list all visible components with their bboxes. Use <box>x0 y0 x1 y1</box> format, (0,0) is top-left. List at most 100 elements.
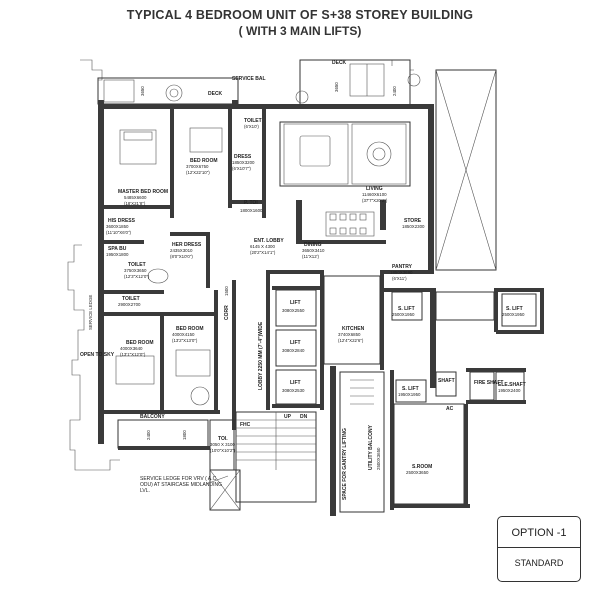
his-dress-label: HIS DRESS <box>108 218 136 224</box>
west-wall <box>98 104 104 444</box>
master-bed-dim: 5485X6600 <box>124 195 147 200</box>
dining-imp: (11'X12') <box>302 254 320 259</box>
gantry-label: SPACE FOR GANTRY LIFTING <box>342 428 348 500</box>
stair-up-label: UP <box>284 414 292 420</box>
s-lift-b-dim: 2500X1950 <box>502 312 525 317</box>
bal-dim-left: 2400 <box>146 430 151 440</box>
her-dress-imp: (8'0"X10'0") <box>170 254 193 259</box>
toilet-low-dim: 2900X2700 <box>118 302 141 307</box>
ent-lobby-dim: 6145 X 4300 <box>250 244 275 249</box>
deck-right-dim2: 2400 <box>392 86 397 96</box>
his-dress-dim: 3600X1850 <box>106 224 129 229</box>
fire-shaft-box <box>469 371 495 401</box>
service-shaft <box>435 69 497 271</box>
toilet-mid-imp: (12'3"X12'0") <box>124 274 150 279</box>
toilet-low-label: TOILET <box>122 296 140 302</box>
kitchen-label: KITCHEN <box>342 326 365 332</box>
bed-room-2-dim: 4000X3640 <box>120 346 143 351</box>
bed-room-2-label: BED ROOM <box>126 340 154 346</box>
lift-3-dim: 3080X2530 <box>282 388 305 393</box>
her-dress-label: HER DRESS <box>172 242 202 248</box>
service-ledge-label: SERVICE LEDGE <box>88 295 93 330</box>
master-bed-label: MASTER BED ROOM <box>118 189 168 195</box>
ent-lobby-label: ENT. LOBBY <box>254 238 284 244</box>
pantry-label: PANTRY <box>392 264 413 270</box>
site-contour-top-right <box>391 59 414 71</box>
toilet-top-label: TOILET <box>244 118 262 124</box>
stair-dn-label: DN <box>300 414 308 420</box>
store-label: STORE <box>404 218 422 224</box>
s-lift-a-label: S. LIFT <box>398 306 415 312</box>
s-lift-b-shaft <box>501 293 537 327</box>
s-lift-c-shaft <box>395 379 427 403</box>
s-room-label: S.ROOM <box>412 464 432 470</box>
s-room-dim: 2500X3650 <box>406 470 429 475</box>
toi-bottom-dim: 3050 X 3100 <box>210 442 235 447</box>
dress-1-label: DRESS <box>234 154 252 160</box>
kitchen-dim: 3740X6850 <box>338 332 361 337</box>
s-lift-c-dim: 1950X1950 <box>398 392 421 397</box>
bed-room-1-label: BED ROOM <box>190 158 218 164</box>
east-wall-upper <box>428 104 434 274</box>
living-room <box>279 121 411 187</box>
dress-1-dim: 1850X3200 <box>232 160 255 165</box>
living-imp: (37'7"X20'2") <box>362 198 388 203</box>
deck-left-label: DECK <box>208 91 223 97</box>
ele-shaft-dim: 1950X2400 <box>498 388 521 393</box>
site-contour-bottom-left <box>80 459 120 471</box>
s-lift-a-dim: 2500X1950 <box>392 312 415 317</box>
s-lift-b-label: S. LIFT <box>506 306 523 312</box>
toi-bottom-label: TOI. <box>218 436 228 442</box>
utility-balcony-label: UTILITY BALCONY <box>368 424 374 470</box>
north-wall <box>98 104 434 109</box>
kitchen <box>323 275 381 365</box>
dining-label: DINING <box>304 242 322 248</box>
balcony <box>117 419 209 449</box>
s-lift-a-shaft <box>391 291 423 321</box>
fhc-label: FHC <box>240 422 251 428</box>
deck-right-dim: 3650 <box>334 82 339 92</box>
lift-2-label: LIFT <box>290 340 301 346</box>
pantry-imp: (6'X11') <box>392 276 407 281</box>
drawing-subtitle: ( WITH 3 MAIN LIFTS) <box>238 24 362 38</box>
toilet-mid-dim: 3750X3650 <box>124 268 147 273</box>
shaft-box <box>435 371 457 397</box>
lift-3-label: LIFT <box>290 380 301 386</box>
corr-dim: 1500 <box>224 286 229 296</box>
bed-room-1-dim: 3700X6750 <box>186 164 209 169</box>
living-label: LIVING <box>366 186 383 192</box>
bed-2 <box>115 355 155 385</box>
deck-right-label: DECK <box>332 60 347 66</box>
ele-shaft-label: ELE.SHAFT <box>498 382 526 388</box>
lift-3-shaft <box>275 369 317 405</box>
drawing-title: TYPICAL 4 BEDROOM UNIT OF S+38 STOREY BU… <box>126 8 474 22</box>
master-bed-imp: (18'X21'8") <box>124 201 146 206</box>
lift-2-dim: 3080X2840 <box>282 348 305 353</box>
shaft-label: SHAFT <box>438 378 455 384</box>
dining-table <box>325 211 375 237</box>
spa-bu-label: SPA BU <box>108 246 127 252</box>
corr-label: CORR <box>224 305 230 320</box>
option-label: OPTION -1 <box>511 527 567 539</box>
option-subtitle: STANDARD <box>514 558 564 568</box>
service-bal-label: SERVICE BAL <box>232 76 266 82</box>
option-box: OPTION -1 STANDARD <box>497 516 581 582</box>
s-lift-c-label: S. LIFT <box>402 386 419 392</box>
utility-balcony-dim: 2500X3650 <box>376 447 381 470</box>
p-toi-dim: 1800X1600 <box>240 208 263 213</box>
service-room <box>393 403 465 505</box>
balcony-label: BALCONY <box>140 414 165 420</box>
lift-1-dim: 3080X2550 <box>282 308 305 313</box>
toilet-top-dim: (6'X10') <box>244 124 259 129</box>
bed-room-1-imp: (12'X22'10") <box>186 170 210 175</box>
lift-1-label: LIFT <box>290 300 301 306</box>
pantry-dim: 1850X3690 <box>390 270 413 275</box>
her-dress-dim: 2435X3010 <box>170 248 193 253</box>
option-divider <box>498 547 580 548</box>
bal-dim-right: 1800 <box>182 430 187 440</box>
gantry-space <box>339 371 385 513</box>
toilet-mid-label: TOILET <box>128 262 146 268</box>
bed-room-3-label: BED ROOM <box>176 326 204 332</box>
p-toi-label: P. TOI <box>244 200 258 206</box>
bed-3 <box>175 349 211 377</box>
